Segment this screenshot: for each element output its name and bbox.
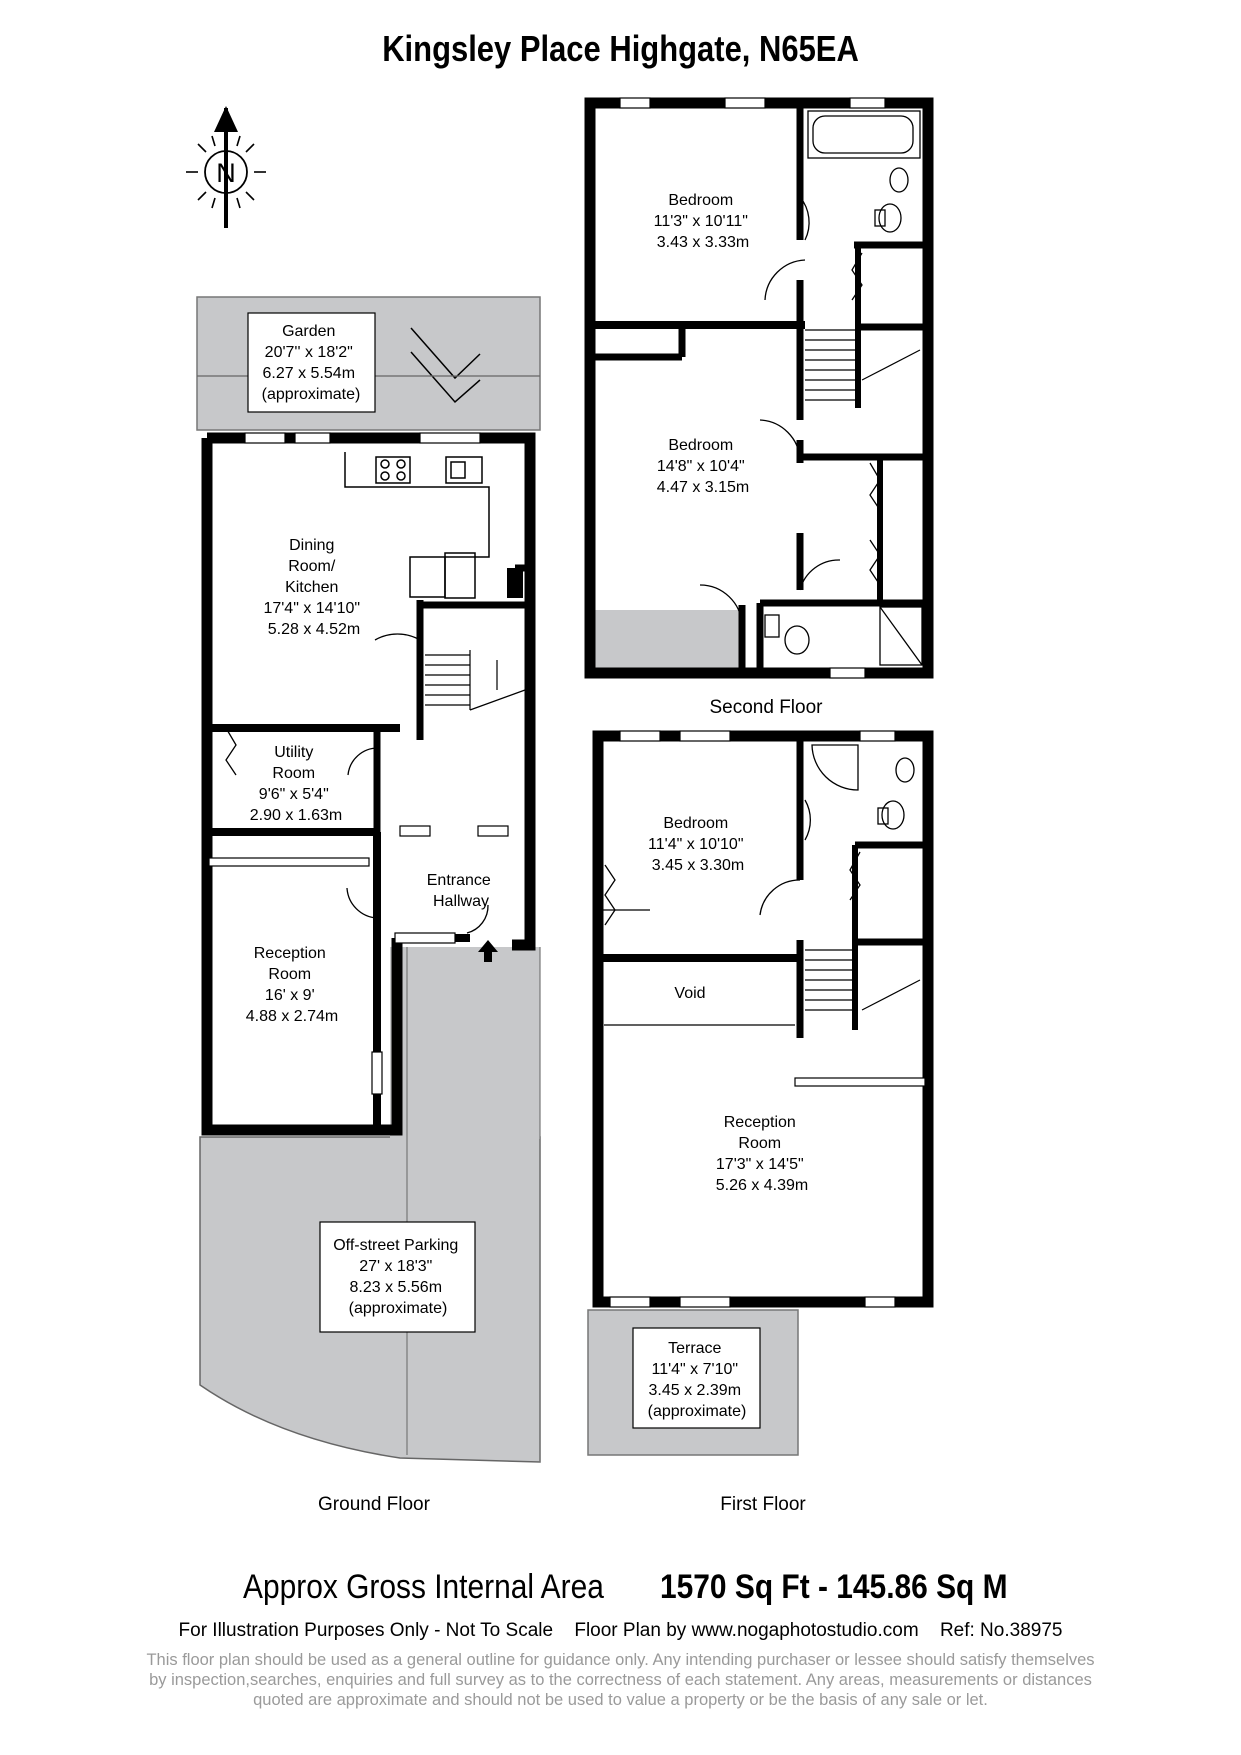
reference-number: Ref: No.38975: [939, 1620, 1063, 1641]
bedroom-second-2-label: Bedroom 14'8" x 10'4" 4.47 x 3.15m: [657, 437, 750, 496]
dining-kitchen-label: Dining Room/ Kitchen 17'4" x 14'10" 5.28…: [263, 537, 364, 638]
bedroom-first-label: Bedroom 11'4" x 10'10" 3.45 x 3.30m: [648, 815, 748, 874]
second-floor: [584, 97, 934, 679]
credits-line: For Illustration Purposes Only - Not To …: [0, 1620, 1241, 1642]
gross-area-value: 1570 Sq Ft - 145.86 Sq M: [660, 1568, 1008, 1607]
area-sqft: 1570 Sq Ft: [660, 1568, 810, 1606]
reception-room-ground-label: Reception Room 16' x 9' 4.88 x 2.74m: [246, 945, 339, 1025]
reception-room-first-label: Reception Room 17'3" x 14'5" 5.26 x 4.39…: [716, 1114, 809, 1194]
parking-label-box: [319, 1221, 476, 1333]
floor-plan-drawing: N: [186, 97, 934, 1515]
gross-area-label: Approx Gross Internal Area: [243, 1568, 604, 1606]
terrace-label: Terrace 11'4" x 7'10" 3.45 x 2.39m (appr…: [648, 1340, 747, 1420]
compass-north-letter: N: [216, 158, 236, 188]
utility-room-label: Utility Room 9'6" x 5'4" 2.90 x 1.63m: [250, 744, 343, 824]
room-labels: Garden 20'7'' x 18'2" 6.27 x 5.54m (appr…: [246, 192, 809, 1420]
parking-label: Off-street Parking 27' x 18'3" 8.23 x 5.…: [333, 1237, 463, 1317]
bedroom-second-1-label: Bedroom 11'3" x 10'11" 3.43 x 3.33m: [654, 192, 753, 251]
second-floor-label: Second Floor: [709, 697, 823, 718]
entrance-hallway-label: Entrance Hallway: [427, 872, 496, 910]
north-compass-icon: N: [186, 106, 266, 228]
garden-label: Garden 20'7'' x 18'2" 6.27 x 5.54m (appr…: [262, 323, 361, 403]
ground-floor-label: Ground Floor: [318, 1494, 431, 1515]
void-label: Void: [674, 985, 705, 1002]
illustration-note: For Illustration Purposes Only - Not To …: [178, 1620, 554, 1641]
gross-area-line: Approx Gross Internal Area 1570 Sq Ft - …: [0, 1568, 1241, 1612]
first-floor: [587, 730, 934, 1456]
floor-plan-credit: Floor Plan by www.nogaphotostudio.com: [574, 1620, 919, 1641]
terrace-label-box: [632, 1327, 761, 1429]
disclaimer-text: This floor plan should be used as a gene…: [146, 1651, 1095, 1709]
plan-title: Kingsley Place Highgate, N65EA: [382, 28, 859, 69]
ground-floor: [196, 296, 541, 1463]
area-separator: -: [817, 1568, 828, 1606]
garden-label-box: [247, 312, 376, 413]
area-sqm: 145.86 Sq M: [836, 1568, 1008, 1606]
first-floor-label: First Floor: [720, 1494, 806, 1515]
